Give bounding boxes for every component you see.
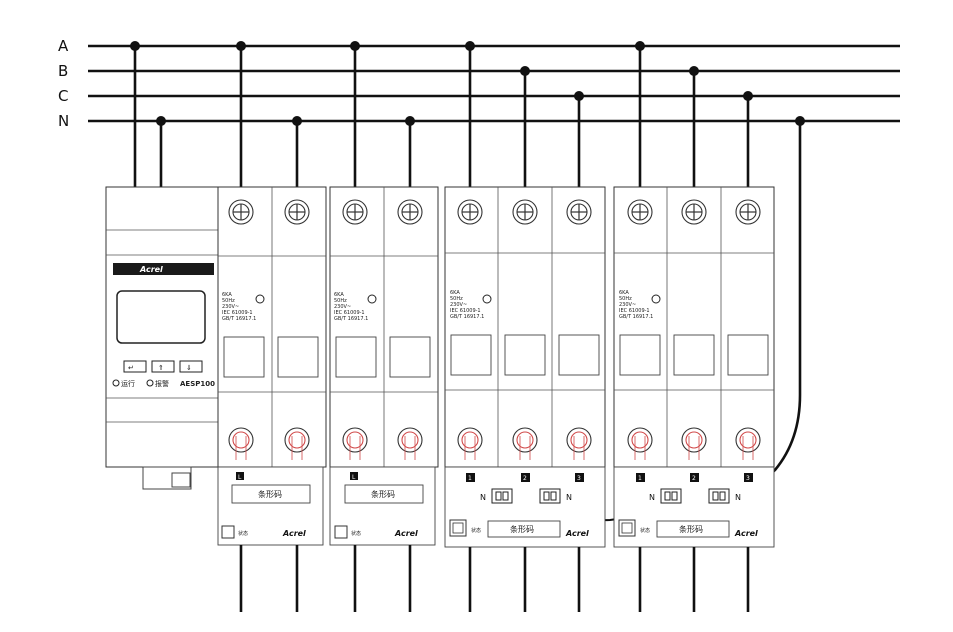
breaker-three-2: 6KA 50Hz 230V~ IEC 61009-1 GB/T 16917.1 … (613, 186, 775, 612)
svg-text:230V~: 230V~ (450, 302, 467, 308)
svg-text:状态: 状态 (471, 527, 481, 534)
svg-text:L: L (352, 474, 356, 481)
svg-text:IEC 61009-1: IEC 61009-1 (334, 310, 365, 316)
svg-text:1: 1 (468, 475, 472, 482)
svg-text:230V~: 230V~ (334, 304, 351, 310)
bus-lines: A B C N (58, 37, 900, 130)
meter-run-label: 运行 (121, 379, 135, 388)
svg-text:50Hz: 50Hz (222, 298, 235, 304)
svg-text:L: L (238, 474, 242, 481)
breaker-brand: Acrel (394, 529, 418, 538)
svg-text:IEC 61009-1: IEC 61009-1 (619, 308, 650, 314)
svg-text:3: 3 (746, 475, 750, 482)
certification-icon (367, 294, 377, 304)
svg-text:230V~: 230V~ (619, 302, 636, 308)
junction-dots (130, 41, 805, 126)
bus-label-c: C (58, 87, 68, 105)
meter-device: Acrel ↵ ⇑ ⇓ 运行 报警 AESP100 (105, 186, 219, 490)
drop-wires (133, 46, 802, 522)
bus-label-a: A (58, 37, 69, 55)
svg-text:N: N (735, 493, 741, 502)
svg-text:1: 1 (638, 475, 642, 482)
neutral-terminal (491, 488, 513, 504)
breaker-handle[interactable] (335, 336, 377, 378)
breaker-handle[interactable] (619, 334, 661, 376)
neutral-terminal (539, 488, 561, 504)
svg-text:50Hz: 50Hz (619, 296, 632, 302)
svg-text:6KA: 6KA (334, 292, 344, 298)
certification-icon (255, 294, 265, 304)
meter-brand-bar (113, 263, 214, 275)
svg-text:50Hz: 50Hz (450, 296, 463, 302)
alarm-led-icon (146, 379, 154, 387)
bus-label-n: N (58, 112, 69, 130)
svg-text:GB/T 16917.1: GB/T 16917.1 (222, 316, 256, 322)
svg-text:N: N (566, 493, 572, 502)
meter-button-down[interactable] (179, 360, 203, 373)
svg-text:230V~: 230V~ (222, 304, 239, 310)
svg-text:N: N (480, 493, 486, 502)
meter-button-left[interactable] (123, 360, 147, 373)
barcode-label: 条形码 (679, 524, 703, 534)
svg-text:6KA: 6KA (619, 290, 629, 296)
breaker-brand: Acrel (282, 529, 306, 538)
barcode-label: 条形码 (371, 489, 395, 499)
arrow-down-icon: ⇓ (186, 364, 192, 372)
svg-text:6KA: 6KA (450, 290, 460, 296)
svg-text:GB/T 16917.1: GB/T 16917.1 (334, 316, 368, 322)
svg-text:GB/T 16917.1: GB/T 16917.1 (450, 314, 484, 320)
barcode-label: 条形码 (258, 489, 282, 499)
arrow-up-icon: ⇑ (158, 364, 164, 372)
neutral-terminal (660, 488, 682, 504)
breaker-brand: Acrel (565, 529, 589, 538)
svg-text:2: 2 (523, 475, 527, 482)
breaker-three-1: 6KA 50Hz 230V~ IEC 61009-1 GB/T 16917.1 … (444, 186, 606, 612)
svg-text:50Hz: 50Hz (334, 298, 347, 304)
certification-icon (482, 294, 492, 304)
svg-text:IEC 61009-1: IEC 61009-1 (222, 310, 253, 316)
breaker-single-1: 6KA 50Hz 230V~ IEC 61009-1 GB/T 16917.1 … (217, 186, 327, 612)
breaker-single-2: 6KA 50Hz 230V~ IEC 61009-1 GB/T 16917.1 … (329, 186, 439, 612)
svg-text:GB/T 16917.1: GB/T 16917.1 (619, 314, 653, 320)
svg-text:3: 3 (577, 475, 581, 482)
svg-text:6KA: 6KA (222, 292, 232, 298)
barcode-label: 条形码 (510, 524, 534, 534)
neutral-terminal (708, 488, 730, 504)
arrow-left-icon: ↵ (128, 364, 134, 372)
breaker-handle[interactable] (223, 336, 265, 378)
meter-alarm-label: 报警 (155, 379, 169, 388)
svg-text:状态: 状态 (640, 527, 650, 534)
meter-display (116, 290, 206, 344)
meter-button-up[interactable] (151, 360, 175, 373)
svg-text:IEC 61009-1: IEC 61009-1 (450, 308, 481, 314)
meter-model: AESP100 (180, 380, 215, 388)
svg-text:N: N (649, 493, 655, 502)
breaker-brand: Acrel (734, 529, 758, 538)
status-indicator (221, 525, 235, 539)
svg-text:2: 2 (692, 475, 696, 482)
svg-text:状态: 状态 (351, 530, 361, 537)
bus-label-b: B (58, 62, 68, 80)
run-led-icon (112, 379, 120, 387)
breaker-handle[interactable] (450, 334, 492, 376)
certification-icon (651, 294, 661, 304)
status-indicator (334, 525, 348, 539)
svg-text:状态: 状态 (238, 530, 248, 537)
meter-brand: Acrel (139, 265, 163, 274)
